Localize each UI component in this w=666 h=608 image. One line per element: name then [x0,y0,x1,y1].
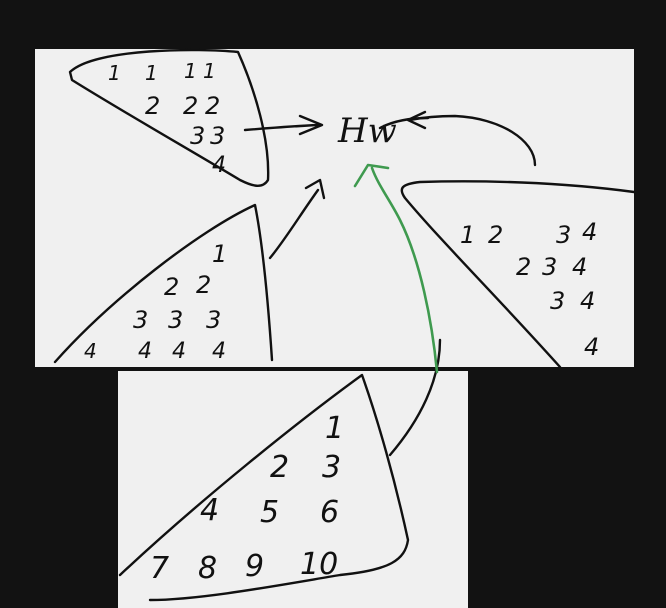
whiteboard-panel-top [35,49,634,367]
b-r1-c1: 1 [325,411,344,446]
b-r3-c2: 5 [260,495,279,530]
ml-r4-c1: 4 [84,339,97,363]
ml-r3-c1: 3 [133,306,148,334]
connector-bottom-to-right [388,338,442,457]
ml-r3-c2: 3 [168,306,183,334]
arrow-right-to-hw [406,110,537,167]
r-r2-c3: 4 [572,253,587,281]
arrow-top-left-to-hw [243,114,324,136]
ml-r4-c3: 4 [172,339,186,364]
tl-r3-c2: 3 [210,122,225,150]
tl-r2-c3: 2 [205,92,220,120]
arrow-bottom-to-hw-green [353,163,439,374]
ml-r4-c2: 4 [138,339,152,364]
tl-r4-c1: 4 [212,153,226,178]
r-r1-c2: 2 [488,221,503,249]
b-r4-c1: 7 [150,551,169,586]
triangle-bottom-outline [118,373,410,602]
ml-r2-c2: 2 [196,271,211,299]
triangle-right-numbers: 1 2 3 4 2 3 4 3 4 4 [460,218,599,361]
whiteboard-panel-bottom [118,371,468,608]
triangle-middle-left-outline [53,203,274,364]
hw-underline-stroke [378,116,430,130]
r-r3-c1: 3 [550,287,565,315]
b-r3-c1: 4 [200,493,219,528]
r-r1-c3: 3 [556,221,571,249]
arrow-middle-left-to-hw [268,178,326,260]
ml-r2-c1: 2 [164,273,179,301]
triangle-top-left-outline [68,48,270,187]
triangle-right-outline [400,180,636,369]
tl-r1-c1: 1 [108,61,121,85]
b-r4-c3: 9 [245,549,264,584]
r-r2-c1: 2 [516,253,531,281]
r-r2-c2: 3 [542,253,557,281]
tl-r1-c4: 1 [203,59,216,83]
tl-r2-c1: 2 [145,92,160,120]
tl-r1-c3: 1 [184,59,197,83]
b-r4-c4: 10 [300,547,338,582]
triangle-bottom-numbers: 1 2 3 4 5 6 7 8 9 10 [150,411,344,586]
ml-r3-c3: 3 [206,306,221,334]
b-r2-c2: 3 [322,450,341,485]
b-r4-c2: 8 [198,551,217,586]
triangle-top-left-numbers: 1 1 1 1 2 2 2 3 3 4 [108,59,226,178]
r-r1-c4: 4 [582,218,597,246]
r-r3-c2: 4 [580,287,595,315]
center-label-hw: Hw [337,111,397,151]
b-r3-c3: 6 [320,495,339,530]
tl-r3-c1: 3 [190,122,205,150]
tl-r1-c2: 1 [145,61,158,85]
triangle-middle-left-numbers: 1 2 2 3 3 3 4 4 4 4 [84,240,227,364]
ml-r4-c4: 4 [212,339,226,364]
ml-r1-c1: 1 [212,240,227,268]
r-r1-c1: 1 [460,221,475,249]
tl-r2-c2: 2 [183,92,198,120]
r-r4-c1: 4 [584,333,599,361]
b-r2-c1: 2 [270,450,289,485]
